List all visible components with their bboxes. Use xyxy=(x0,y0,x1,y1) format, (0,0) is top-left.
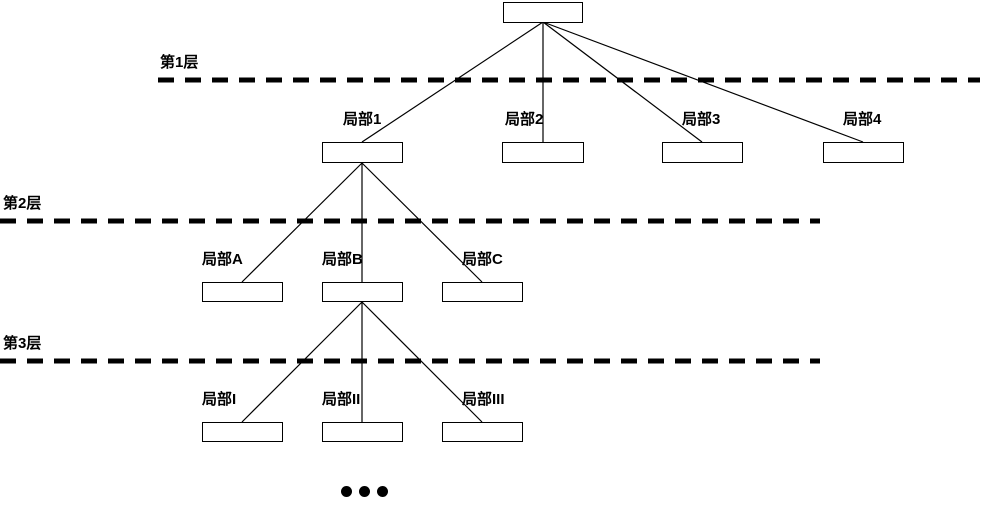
ellipsis-dot xyxy=(377,486,388,497)
node-localIII-box xyxy=(442,422,523,442)
node-root-box xyxy=(503,2,583,23)
ellipsis-dot xyxy=(359,486,370,497)
node-localB-label: 局部B xyxy=(322,251,363,268)
node-localI-box xyxy=(202,422,283,442)
node-local1-box xyxy=(322,142,403,163)
node-localC-label: 局部C xyxy=(462,251,503,268)
node-local2-label: 局部2 xyxy=(505,111,544,128)
node-localA-box xyxy=(202,282,283,302)
node-localA-label: 局部A xyxy=(202,251,243,268)
edge-root-local3 xyxy=(542,21,703,143)
node-local4-label: 局部4 xyxy=(843,111,882,128)
ellipsis-dot xyxy=(341,486,352,497)
node-local4-box xyxy=(823,142,904,163)
node-localII-box xyxy=(322,422,403,442)
node-local3-box xyxy=(662,142,743,163)
node-localC-box xyxy=(442,282,523,302)
ellipsis-icon xyxy=(341,486,388,497)
node-local3-label: 局部3 xyxy=(682,111,721,128)
node-local1-label: 局部1 xyxy=(343,111,382,128)
node-localI-label: 局部I xyxy=(202,391,237,408)
node-localIII-label: 局部III xyxy=(462,391,505,408)
layer1-label: 第1层 xyxy=(160,54,199,71)
layer3-label: 第3层 xyxy=(3,335,42,352)
layer2-label: 第2层 xyxy=(3,195,42,212)
node-localII-label: 局部II xyxy=(322,391,361,408)
node-local2-box xyxy=(502,142,584,163)
node-localB-box xyxy=(322,282,403,302)
